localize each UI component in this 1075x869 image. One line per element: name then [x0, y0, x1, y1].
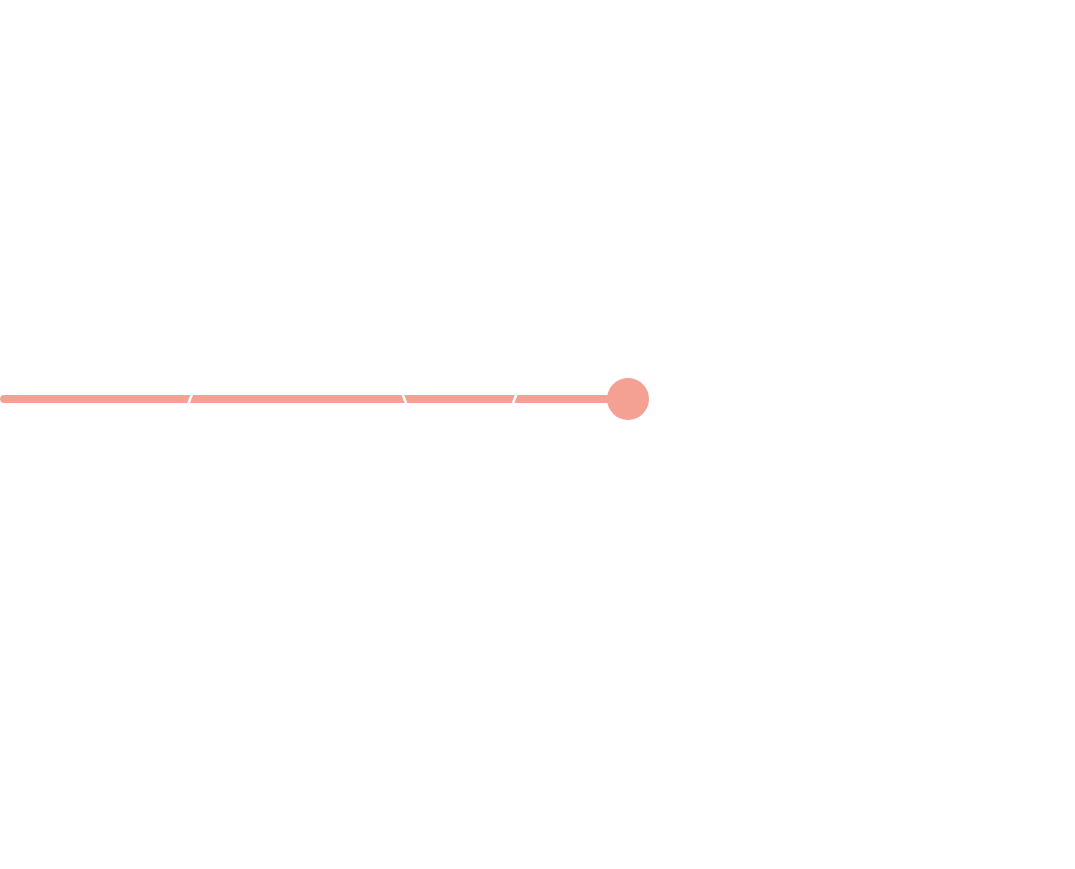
slider-graphic[interactable] — [0, 374, 660, 424]
slider-tick-mark — [511, 388, 520, 405]
progress-slider[interactable] — [0, 374, 660, 424]
slider-tick-mark — [187, 388, 196, 405]
slider-tick-mark — [399, 388, 408, 405]
slider-thumb[interactable] — [607, 378, 649, 420]
slider-marks — [187, 388, 520, 405]
